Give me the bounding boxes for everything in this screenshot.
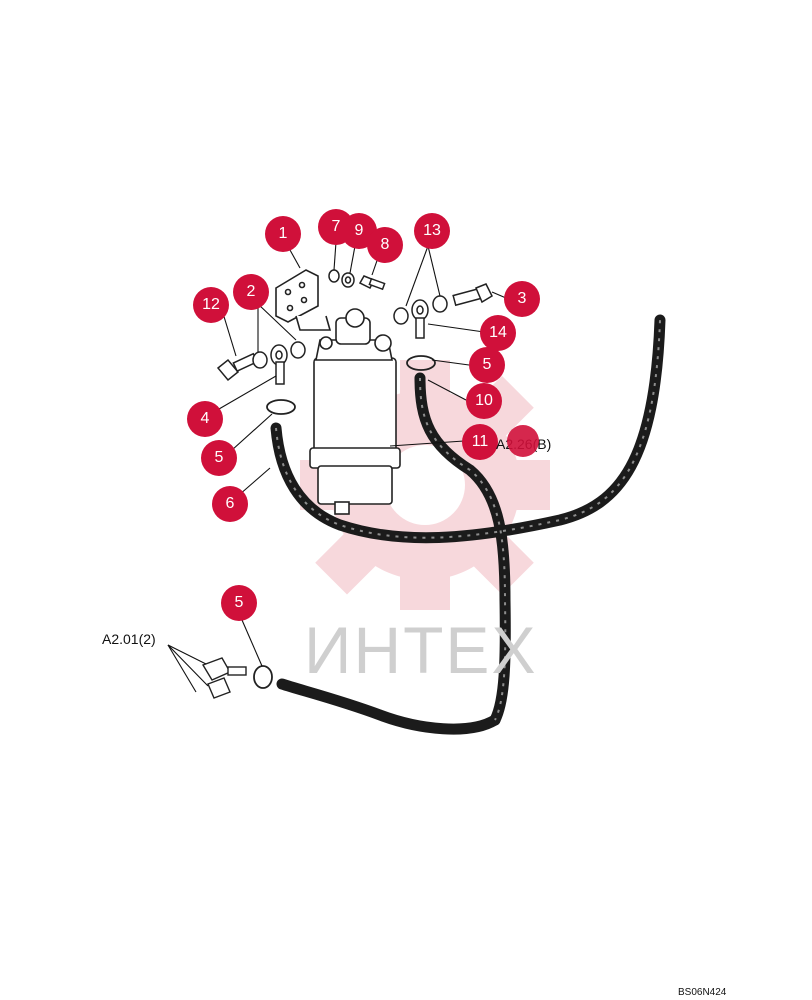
hardware-7-9-8: [328, 269, 386, 291]
callout-4[interactable]: 4: [187, 401, 223, 437]
hose-lower: [276, 678, 501, 735]
callout-1[interactable]: 1: [265, 216, 301, 252]
callout-5-upper-right[interactable]: 5: [469, 347, 505, 383]
callout-2-partial: [507, 425, 539, 457]
drawing-code: BS06N424: [678, 987, 727, 998]
fuel-filter: [309, 308, 401, 515]
hose-clamps: [253, 355, 436, 689]
tank-ref-label: A2.01(2): [102, 631, 156, 647]
callout-13[interactable]: 13: [414, 213, 450, 249]
banjo-right: [393, 283, 493, 339]
leader-lines: [167, 241, 507, 693]
callout-12[interactable]: 12: [193, 287, 229, 323]
callout-5-left[interactable]: 5: [201, 440, 237, 476]
callout-14[interactable]: 14: [480, 315, 516, 351]
watermark-text: ИНТЕХ: [304, 613, 538, 687]
callout-6[interactable]: 6: [212, 486, 248, 522]
callout-2[interactable]: 2: [233, 274, 269, 310]
callout-3[interactable]: 3: [504, 281, 540, 317]
callout-10[interactable]: 10: [466, 383, 502, 419]
callout-11[interactable]: 11: [462, 424, 498, 460]
callout-8[interactable]: 8: [367, 227, 403, 263]
tank-connector: [201, 657, 247, 699]
banjo-left: [216, 341, 306, 385]
callout-5-lower[interactable]: 5: [221, 585, 257, 621]
bracket-part: [275, 269, 332, 331]
